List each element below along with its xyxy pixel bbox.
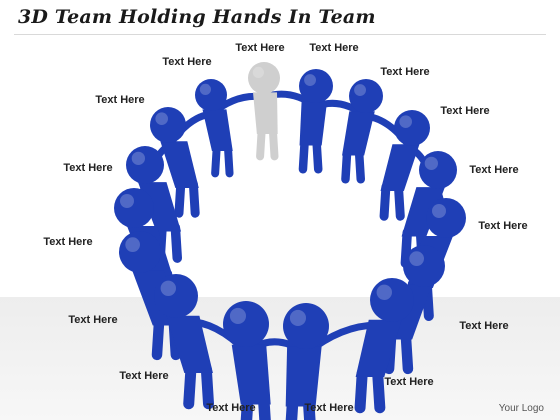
- team-figure: [283, 303, 329, 420]
- text-label: Text Here: [68, 314, 118, 326]
- text-label: Text Here: [304, 402, 354, 414]
- text-label: Text Here: [43, 236, 93, 248]
- team-figure: [354, 278, 414, 414]
- text-label: Text Here: [469, 164, 519, 176]
- text-label: Text Here: [309, 42, 359, 54]
- text-label: Text Here: [478, 220, 528, 232]
- text-label: Text Here: [119, 370, 169, 382]
- floor-background: [0, 297, 560, 420]
- text-label: Text Here: [235, 42, 285, 54]
- logo-text: Your Logo: [498, 403, 544, 414]
- text-label: Text Here: [95, 94, 145, 106]
- title-divider: [14, 34, 546, 35]
- text-label: Text Here: [162, 56, 212, 68]
- team-figure: [341, 79, 383, 184]
- text-label: Text Here: [459, 320, 509, 332]
- team-figure: [150, 107, 200, 218]
- text-label: Text Here: [440, 105, 490, 117]
- text-label: Text Here: [206, 402, 256, 414]
- slide-title: 3D Team Holding Hands In Team: [18, 6, 376, 28]
- team-figure: [195, 79, 234, 178]
- text-label: Text Here: [63, 162, 113, 174]
- text-label: Text Here: [380, 66, 430, 78]
- team-figure: [223, 301, 271, 420]
- team-figure: [298, 69, 333, 174]
- leader-figure: [248, 62, 280, 161]
- team-figure: [154, 274, 215, 410]
- text-label: Text Here: [384, 376, 434, 388]
- team-figure: [379, 110, 430, 221]
- team-figure: [400, 151, 457, 268]
